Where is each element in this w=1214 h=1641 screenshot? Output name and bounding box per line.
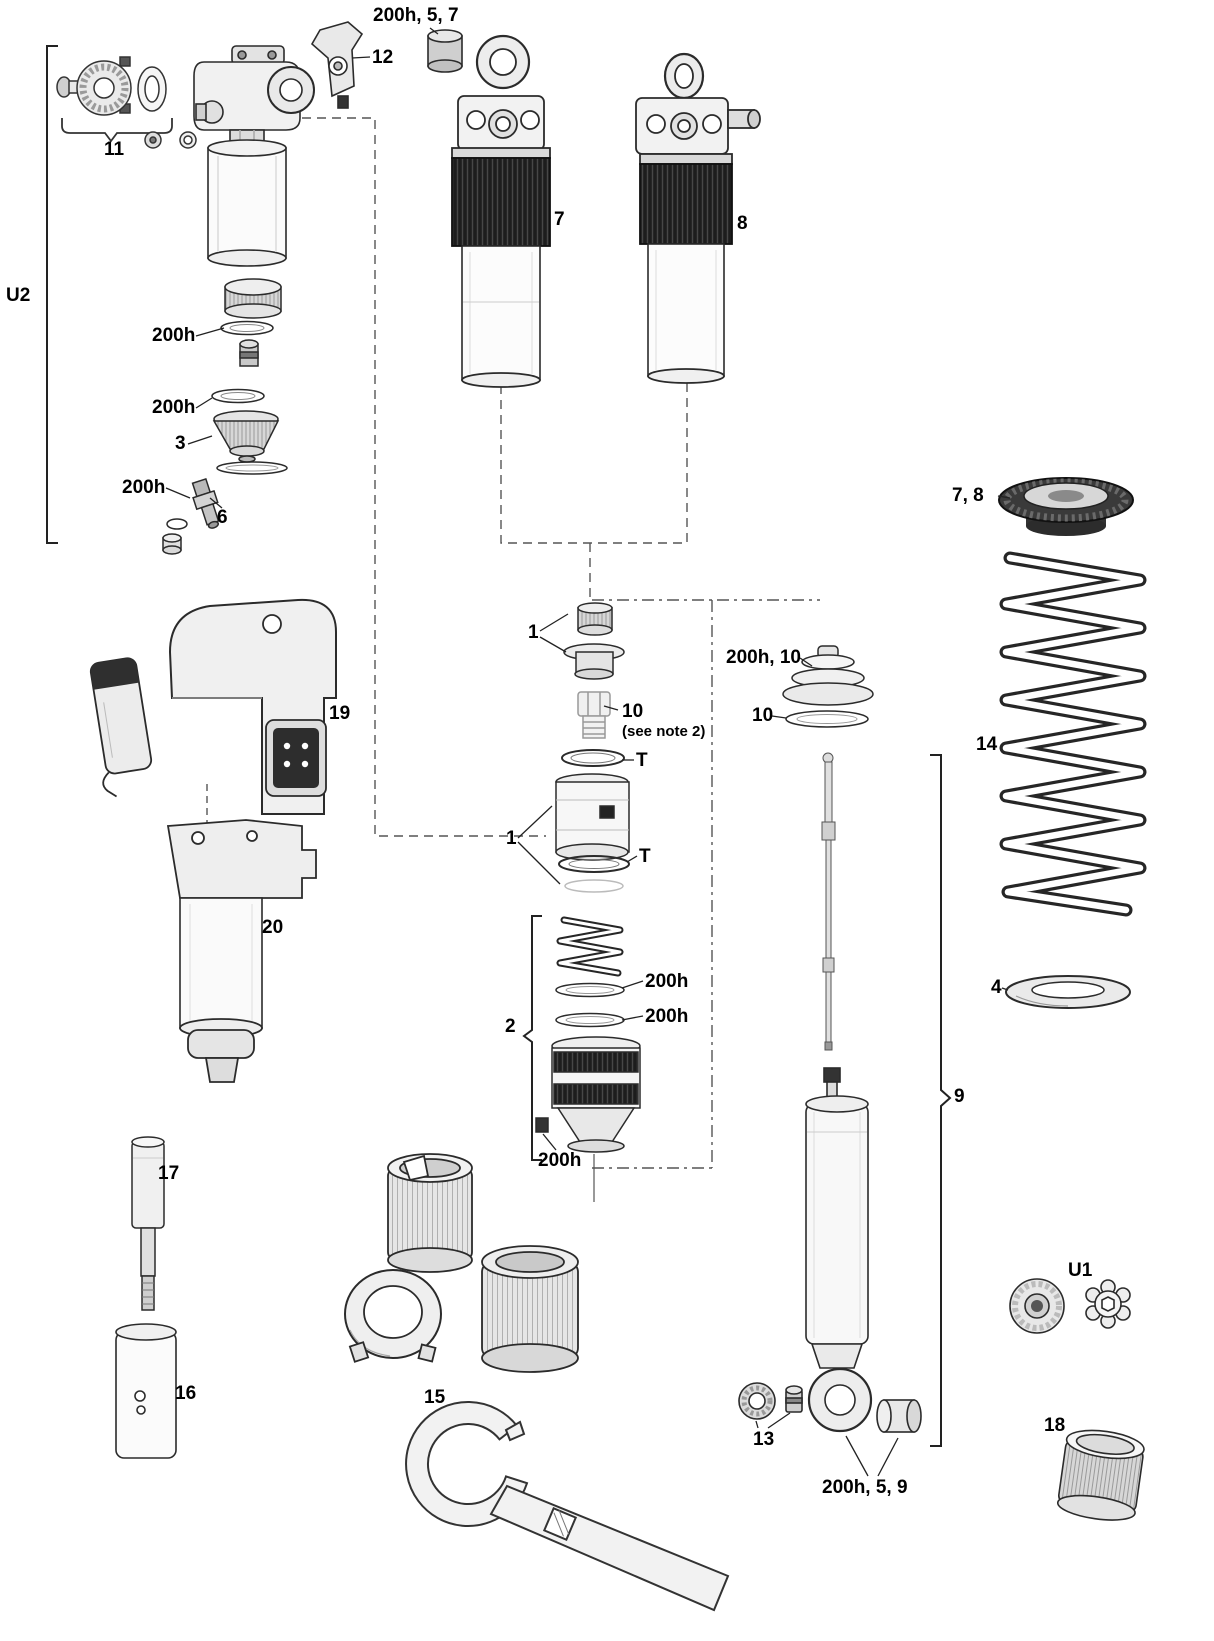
leader-lines [165,27,1011,1477]
bracket-u2 [46,45,58,544]
label-plug-10-note: (see note 2) [622,723,706,740]
spring-collar-7-8 [998,477,1134,536]
remote-lever-12 [310,21,364,109]
label-seal-c: 200h [122,477,166,498]
rebound-stack-2 [535,916,641,1202]
label-spring-14: 14 [976,734,998,755]
label-seal-a: 200h [152,325,196,346]
label-hardware-11: 11 [104,139,125,160]
label-seal-e: 200h [645,1006,689,1027]
label-collar-7-8: 7, 8 [952,485,984,506]
label-pump-20: 20 [262,917,284,938]
damper-shaft-9 [805,1067,922,1433]
damper-assembly [193,45,315,267]
threaded-collars [344,1153,579,1373]
battery-motor-19 [89,598,337,815]
label-seal-b: 200h [152,397,196,418]
piston-stack-upper [555,602,630,893]
label-topout: 200h, 10 [726,647,801,668]
shock-body-8 [635,52,761,384]
label-lever-12: 12 [372,47,394,68]
label-plug-10: 10 [622,701,644,722]
coil-spring-14 [999,551,1147,917]
label-valve-6: 6 [217,507,228,528]
spanner-wrench-15 [405,1401,730,1612]
label-u1: U1 [1068,1260,1093,1281]
label-ring-10: 10 [752,705,774,726]
label-seal-d: 200h [645,971,689,992]
brace-9 [930,754,952,1447]
label-t-lower: T [639,846,651,867]
bumper-200h-5-7 [427,29,463,73]
brace-2 [522,915,542,1161]
label-group-2: 2 [505,1016,516,1037]
shaft-tool-17 [131,1136,165,1311]
label-wrench-15: 15 [424,1387,446,1408]
label-seal-f: 200h [538,1150,582,1171]
needle-shaft [821,752,836,1051]
u1-hardware [1009,1278,1131,1334]
label-piston-3: 3 [175,433,186,454]
label-body-8: 8 [737,213,748,234]
label-group-9: 9 [954,1086,965,1107]
knurled-cup-18 [1056,1429,1145,1521]
label-nut-13: 13 [753,1429,775,1450]
label-cup-18: 18 [1044,1415,1066,1436]
mounting-hardware-11 [56,56,197,149]
topout-parts-10 [782,645,874,728]
connector-dashed-lines [206,117,820,1169]
label-battery-19: 19 [329,703,351,724]
label-t-upper: T [636,750,648,771]
seal-head-stack [162,278,288,555]
spring-washer-4 [1005,975,1131,1009]
shock-body-7 [451,34,551,388]
label-part-16: 16 [175,1383,197,1404]
label-u2: U2 [6,285,31,306]
label-eyelet-hw: 200h, 5, 9 [822,1477,908,1498]
label-body-7: 7 [554,209,565,230]
label-washer-4: 4 [991,977,1002,998]
bottom-nut-13 [738,1382,803,1420]
pump-body-20 [166,819,317,1083]
label-stack-1-upper: 1 [528,622,539,643]
sleeve-16 [115,1323,177,1459]
label-part-17: 17 [158,1163,180,1184]
label-mount-hw-top: 200h, 5, 7 [373,5,459,26]
label-stack-1-lower: 1 [506,828,517,849]
